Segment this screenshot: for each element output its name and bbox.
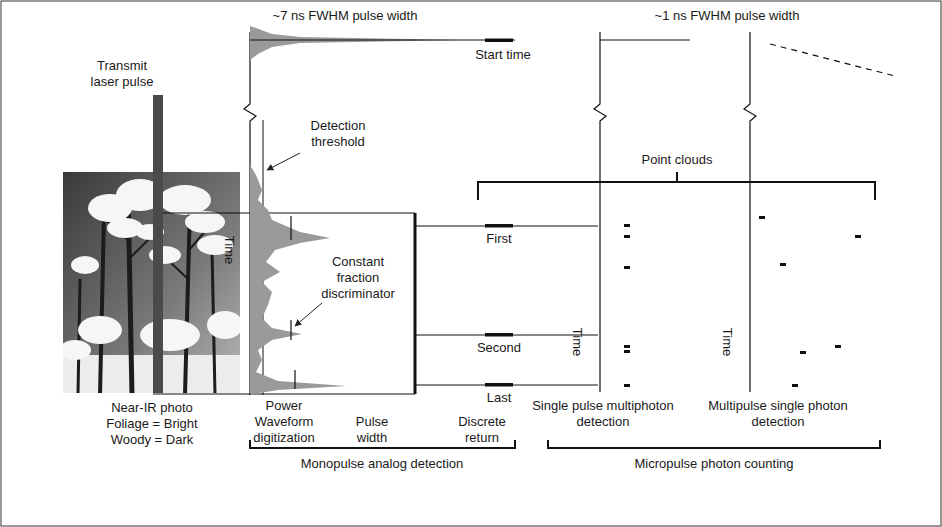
method-label: Multipulse single photon detection (703, 398, 853, 430)
cfd-label: Constant fraction discriminator (311, 254, 406, 302)
method-label: Pulse width (342, 414, 402, 446)
marker-label: Start time (458, 47, 548, 63)
return-lines (415, 226, 598, 385)
point-cloud-bracket (478, 172, 875, 200)
time-axis (594, 32, 606, 392)
method-label: Power Waveform digitization (239, 398, 329, 446)
group-bracket (548, 440, 880, 448)
group-label: Monopulse analog detection (252, 456, 512, 472)
photo-caption: Near-IR photo (77, 400, 227, 416)
threshold-label: Detection threshold (288, 118, 388, 150)
group-label: Micropulse photon counting (584, 456, 844, 472)
return-label: Last (469, 390, 529, 406)
method-label: Single pulse multiphoton detection (528, 398, 678, 430)
cfd-ticks (291, 216, 295, 389)
return-label: Second (464, 340, 534, 356)
axis-label: Time (719, 322, 735, 362)
leader-arrow (295, 303, 322, 326)
point-cloud (624, 216, 861, 387)
laser-beam (153, 95, 163, 393)
axis-label: Time (221, 230, 237, 270)
tree-photo (63, 172, 240, 393)
method-label: Discrete return (447, 414, 517, 446)
axis-label: Time (569, 322, 585, 362)
return-waveform (250, 165, 346, 394)
return-label: First (469, 231, 529, 247)
photo-caption: Foliage = Bright (77, 416, 227, 432)
group-label: Point clouds (617, 152, 737, 168)
pulse-train (770, 44, 895, 76)
return-markers (485, 224, 513, 387)
transmit-pulse (250, 26, 462, 60)
start-marker (485, 39, 513, 43)
start-line (250, 40, 515, 41)
pulse-width-note: ~1 ns FWHM pulse width (627, 8, 827, 24)
leader-arrow (267, 153, 300, 170)
micropulse (600, 39, 690, 40)
photo-caption: Woody = Dark (77, 432, 227, 448)
time-axis (744, 32, 756, 392)
beam-label: Transmit laser pulse (82, 58, 162, 90)
pulse-width-note: ~7 ns FWHM pulse width (245, 8, 445, 24)
